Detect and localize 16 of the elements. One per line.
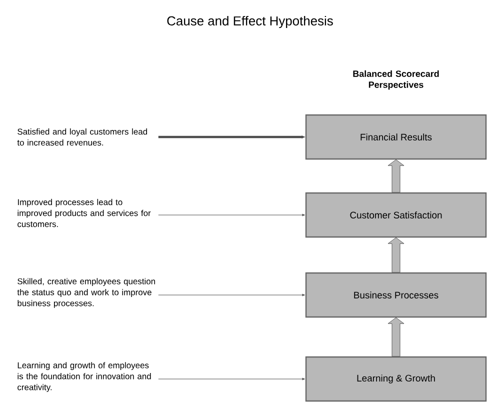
title: Cause and Effect Hypothesis xyxy=(167,16,333,28)
process-box: Business Processes xyxy=(305,272,487,318)
process-box: Customer Satisfaction xyxy=(305,192,487,238)
description-text: Skilled, creative employees question the status quo and work to improve business processes. xyxy=(17,278,155,308)
description-text: Improved processes lead to improved products and services for customers. xyxy=(18,198,151,228)
description-text: Satisfied and loyal customers lead to increased revenues. xyxy=(17,128,148,146)
description-text: Learning and growth of employees is the foundation for innovation and creativity. xyxy=(18,362,151,392)
block-arrow xyxy=(388,317,404,357)
block-arrow xyxy=(388,237,404,273)
arrow xyxy=(158,378,305,380)
arrow xyxy=(158,214,305,216)
process-box: Financial Results xyxy=(305,114,487,160)
process-box: Learning & Growth xyxy=(305,356,487,402)
block-arrow xyxy=(388,159,404,193)
column-heading: Balanced Scorecard Perspectives xyxy=(353,70,439,90)
arrow xyxy=(158,294,305,296)
